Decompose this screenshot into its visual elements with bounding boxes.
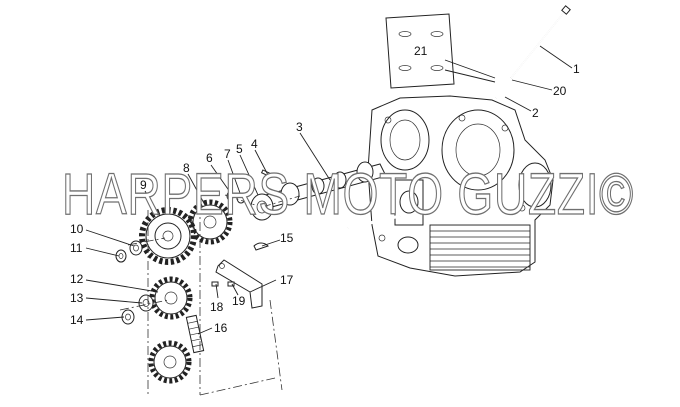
- gear-part-12: [149, 276, 193, 320]
- callout-13: 13: [70, 291, 84, 305]
- lower-sprocket-part: [148, 340, 192, 384]
- callout-4: 4: [251, 137, 258, 151]
- camshaft-part: [261, 161, 387, 209]
- inset-box-orings: [385, 13, 455, 89]
- callout-11: 11: [70, 241, 83, 255]
- callout-20: 20: [553, 84, 567, 98]
- callout-5: 5: [236, 142, 243, 156]
- tensioner-part: [215, 259, 263, 309]
- callout-8: 8: [183, 161, 190, 175]
- callout-18: 18: [210, 300, 224, 314]
- washer-parts: [115, 240, 154, 325]
- engine-crankcase: [367, 95, 554, 277]
- pin-part-15: [253, 242, 269, 251]
- dipstick-part: [495, 5, 571, 99]
- callout-15: 15: [280, 231, 294, 245]
- leader-lines: [85, 45, 573, 335]
- callout-1: 1: [573, 62, 580, 76]
- callout-2: 2: [532, 106, 539, 120]
- callout-labels: 1 2 3 4 5 6 7 8 9 10 11 12 13 14 15 16 1…: [70, 44, 580, 335]
- watermark-text: HARPERS MOTO GUZZI©: [62, 162, 634, 227]
- chain-part: [185, 314, 205, 354]
- callout-7: 7: [224, 147, 231, 161]
- callout-3: 3: [296, 120, 303, 134]
- callout-14: 14: [70, 313, 84, 327]
- pin-parts-18-19: [211, 281, 235, 287]
- callout-19: 19: [232, 294, 246, 308]
- callout-9: 9: [140, 178, 147, 192]
- callout-21: 21: [414, 44, 428, 58]
- callout-16: 16: [214, 321, 228, 335]
- callout-10: 10: [70, 222, 84, 236]
- gear-part-9: [139, 207, 197, 265]
- callout-12: 12: [70, 272, 84, 286]
- callout-17: 17: [280, 273, 294, 287]
- callout-6: 6: [206, 151, 213, 165]
- alignment-axes: [119, 194, 301, 396]
